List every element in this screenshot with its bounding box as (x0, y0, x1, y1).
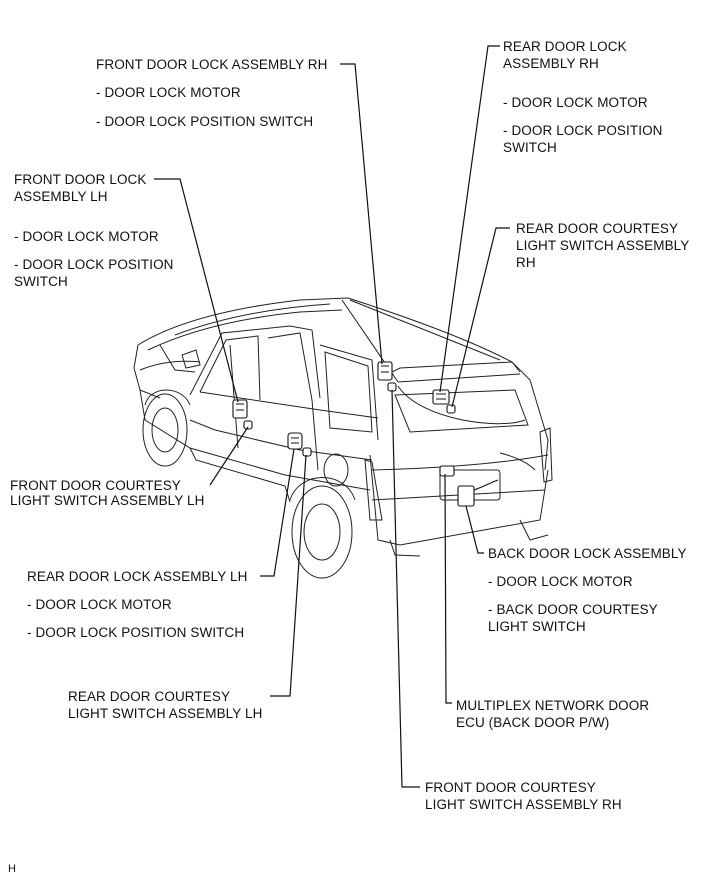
label-rear-rh-item-switch-2: SWITCH (503, 140, 557, 155)
label-front-door-lock-lh-2: ASSEMBLY LH (14, 189, 108, 204)
part-front-door-lock-rh (377, 361, 393, 381)
label-front-door-lock-lh-1: FRONT DOOR LOCK (14, 172, 147, 187)
part-multiplex-ecu (439, 465, 455, 477)
part-rear-door-courtesy-rh (446, 404, 456, 414)
label-multiplex-ecu-2: ECU (BACK DOOR P/W) (456, 715, 610, 730)
label-front-courtesy-rh-1: FRONT DOOR COURTESY (425, 780, 596, 795)
part-rear-door-lock-lh (287, 432, 303, 450)
label-rear-courtesy-lh-2: LIGHT SWITCH ASSEMBLY LH (68, 706, 263, 721)
suv-body (133, 297, 553, 579)
label-rear-courtesy-rh-3: RH (516, 255, 536, 270)
label-front-rh-item-motor: - DOOR LOCK MOTOR (96, 85, 241, 100)
part-rear-door-lock-rh (432, 389, 450, 405)
label-rear-door-lock-lh: REAR DOOR LOCK ASSEMBLY LH (27, 569, 248, 584)
label-rear-courtesy-rh-2: LIGHT SWITCH ASSEMBLY (516, 238, 690, 253)
label-front-courtesy-lh-1: FRONT DOOR COURTESY (10, 478, 181, 493)
part-front-door-courtesy-rh (387, 382, 397, 392)
label-back-door-lock: BACK DOOR LOCK ASSEMBLY (488, 546, 687, 561)
leader-lines (154, 45, 510, 788)
label-rear-door-lock-rh-2: ASSEMBLY RH (503, 56, 599, 71)
label-rear-door-lock-rh-1: REAR DOOR LOCK (503, 39, 627, 54)
part-rear-door-courtesy-lh (302, 447, 312, 457)
label-back-door-item-courtesy-1: - BACK DOOR COURTESY (488, 602, 658, 617)
label-rear-lh-item-switch: - DOOR LOCK POSITION SWITCH (27, 625, 245, 640)
label-front-door-lock-rh: FRONT DOOR LOCK ASSEMBLY RH (96, 57, 328, 72)
label-front-courtesy-rh-2: LIGHT SWITCH ASSEMBLY RH (425, 797, 622, 812)
label-front-rh-item-switch: - DOOR LOCK POSITION SWITCH (96, 114, 314, 129)
label-rear-courtesy-lh-1: REAR DOOR COURTESY (68, 689, 231, 704)
label-rear-lh-item-motor: - DOOR LOCK MOTOR (27, 597, 172, 612)
label-rear-rh-item-motor: - DOOR LOCK MOTOR (503, 95, 648, 110)
label-front-lh-item-motor: - DOOR LOCK MOTOR (14, 229, 159, 244)
part-front-door-lock-lh (232, 399, 248, 419)
label-front-lh-item-switch-2: SWITCH (14, 274, 68, 289)
label-rear-courtesy-rh-1: REAR DOOR COURTESY (516, 221, 679, 236)
label-multiplex-ecu-1: MULTIPLEX NETWORK DOOR (456, 698, 650, 713)
label-front-lh-item-switch-1: - DOOR LOCK POSITION (14, 257, 174, 272)
part-front-door-courtesy-lh (243, 420, 253, 430)
label-back-door-item-motor: - DOOR LOCK MOTOR (488, 574, 633, 589)
label-front-courtesy-lh-2: LIGHT SWITCH ASSEMBLY LH (10, 493, 205, 508)
corner-code: H (8, 863, 17, 875)
label-rear-rh-item-switch-1: - DOOR LOCK POSITION (503, 123, 663, 138)
label-back-door-item-courtesy-2: LIGHT SWITCH (488, 619, 586, 634)
